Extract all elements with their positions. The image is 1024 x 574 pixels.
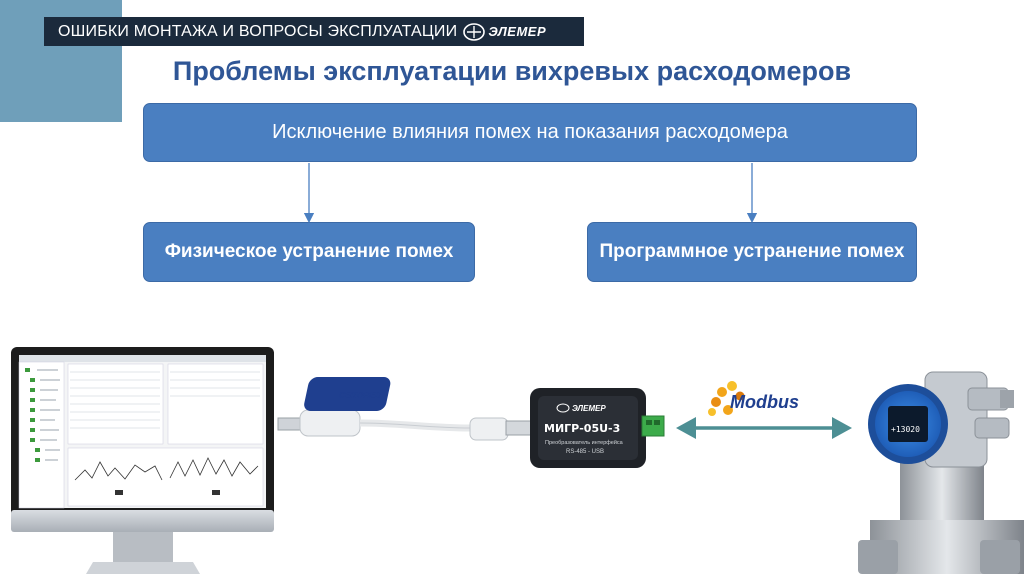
header-banner: ОШИБКИ МОНТАЖА И ВОПРОСЫ ЭКСПЛУАТАЦИИ ЭЛ… [44, 17, 584, 46]
banner-text: ОШИБКИ МОНТАЖА И ВОПРОСЫ ЭКСПЛУАТАЦИИ [58, 22, 458, 40]
modbus-text: Modbus [730, 392, 799, 412]
modbus-logo: Modbus [708, 381, 799, 416]
usb-logo-text: USB [400, 382, 463, 415]
usb-cable [277, 409, 535, 441]
logo-text: ЭЛЕМЕР [488, 24, 547, 39]
elemer-logo: ЭЛЕМЕР [463, 22, 547, 41]
converter-brand-text: ЭЛЕМЕР [572, 404, 606, 413]
modbus-logo-icon [708, 381, 745, 416]
elemer-logo-icon [463, 22, 486, 41]
converter-caption-1: Преобразователь интерфейса [545, 439, 624, 446]
flowmeter-sensor: +13020 [858, 371, 1024, 574]
converter-device: ЭЛЕМЕР МИГР-05U-3 Преобразователь интерф… [530, 388, 665, 468]
computer-monitor [11, 347, 274, 574]
main-goal-box: Исключение влияния помех на показания ра… [143, 103, 917, 162]
page-title: Проблемы эксплуатации вихревых расходоме… [172, 56, 852, 86]
software-elimination-box: Программное устранение помех [587, 222, 917, 282]
sensor-display-value: +13020 [891, 425, 920, 434]
converter-caption-2: RS-485 - USB [566, 449, 604, 455]
usb-certified-logo: CERTIFIED USB [304, 377, 463, 415]
physical-elimination-box: Физическое устранение помех [143, 222, 475, 282]
modbus-link-arrow [676, 417, 852, 439]
converter-model-text: МИГР-05U-3 [544, 422, 620, 435]
usb-certified-text: CERTIFIED [339, 391, 381, 400]
